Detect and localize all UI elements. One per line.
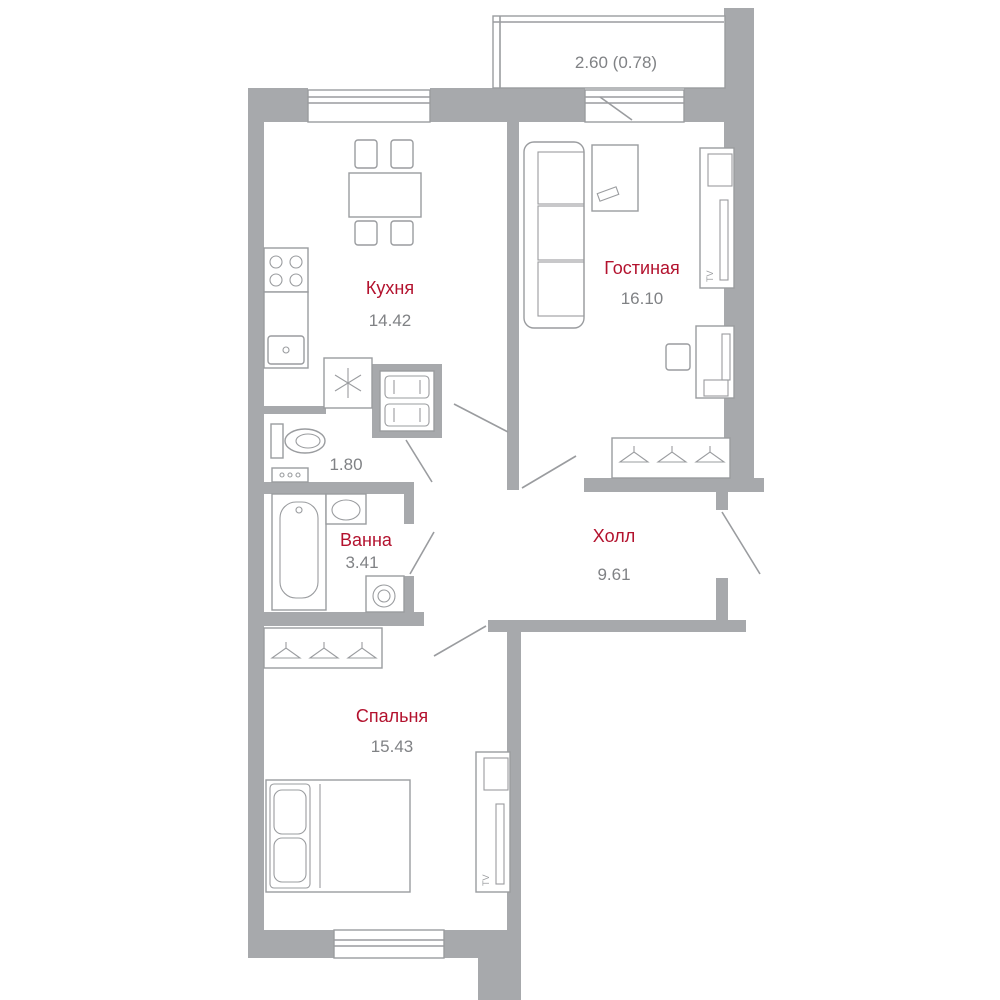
kitchen-name: Кухня <box>366 278 414 298</box>
hanger-icon <box>270 642 302 659</box>
hall-area: 9.61 <box>597 565 630 584</box>
doors <box>405 403 761 657</box>
wardrobe-hall <box>263 627 383 669</box>
stove-icon <box>263 247 309 293</box>
wc-sink <box>271 467 309 483</box>
fridge <box>379 370 435 432</box>
bath-area: 3.41 <box>345 553 378 572</box>
wardrobe-living <box>611 437 731 479</box>
svg-text:TV: TV <box>481 874 491 886</box>
hanger-icon <box>694 446 726 463</box>
toilet-icon <box>270 423 326 459</box>
hanger-icon <box>618 446 650 463</box>
bed-icon <box>265 779 411 893</box>
snowflake-icon <box>323 357 373 409</box>
tv-icon: TV <box>699 147 735 289</box>
coffee-table <box>591 144 639 212</box>
bedroom-area: 15.43 <box>371 737 414 756</box>
sofa-icon <box>523 141 585 329</box>
balcony-label: 2.60 (0.78) <box>575 53 657 72</box>
kitchen-area: 14.42 <box>369 311 412 330</box>
svg-text:TV: TV <box>705 270 715 282</box>
sink-icon <box>325 493 367 525</box>
bath-name: Ванна <box>340 530 393 550</box>
wc-area: 1.80 <box>329 455 362 474</box>
sink-icon <box>267 335 305 365</box>
desk <box>665 325 735 399</box>
living-area: 16.10 <box>621 289 664 308</box>
dining-table <box>348 139 422 246</box>
windows <box>307 89 685 959</box>
bedroom-name: Спальня <box>356 706 428 726</box>
hanger-icon <box>346 642 378 659</box>
balcony: 2.60 (0.78) <box>492 15 726 89</box>
hanger-icon <box>308 642 340 659</box>
washing-machine-icon <box>365 575 405 613</box>
hall-name: Холл <box>593 526 635 546</box>
room-labels: Кухня 14.42 Гостиная 16.10 1.80 Ванна 3.… <box>329 258 679 756</box>
bathtub-icon <box>271 493 327 611</box>
living-name: Гостиная <box>604 258 680 278</box>
hanger-icon <box>656 446 688 463</box>
tv-icon: TV <box>475 751 511 893</box>
